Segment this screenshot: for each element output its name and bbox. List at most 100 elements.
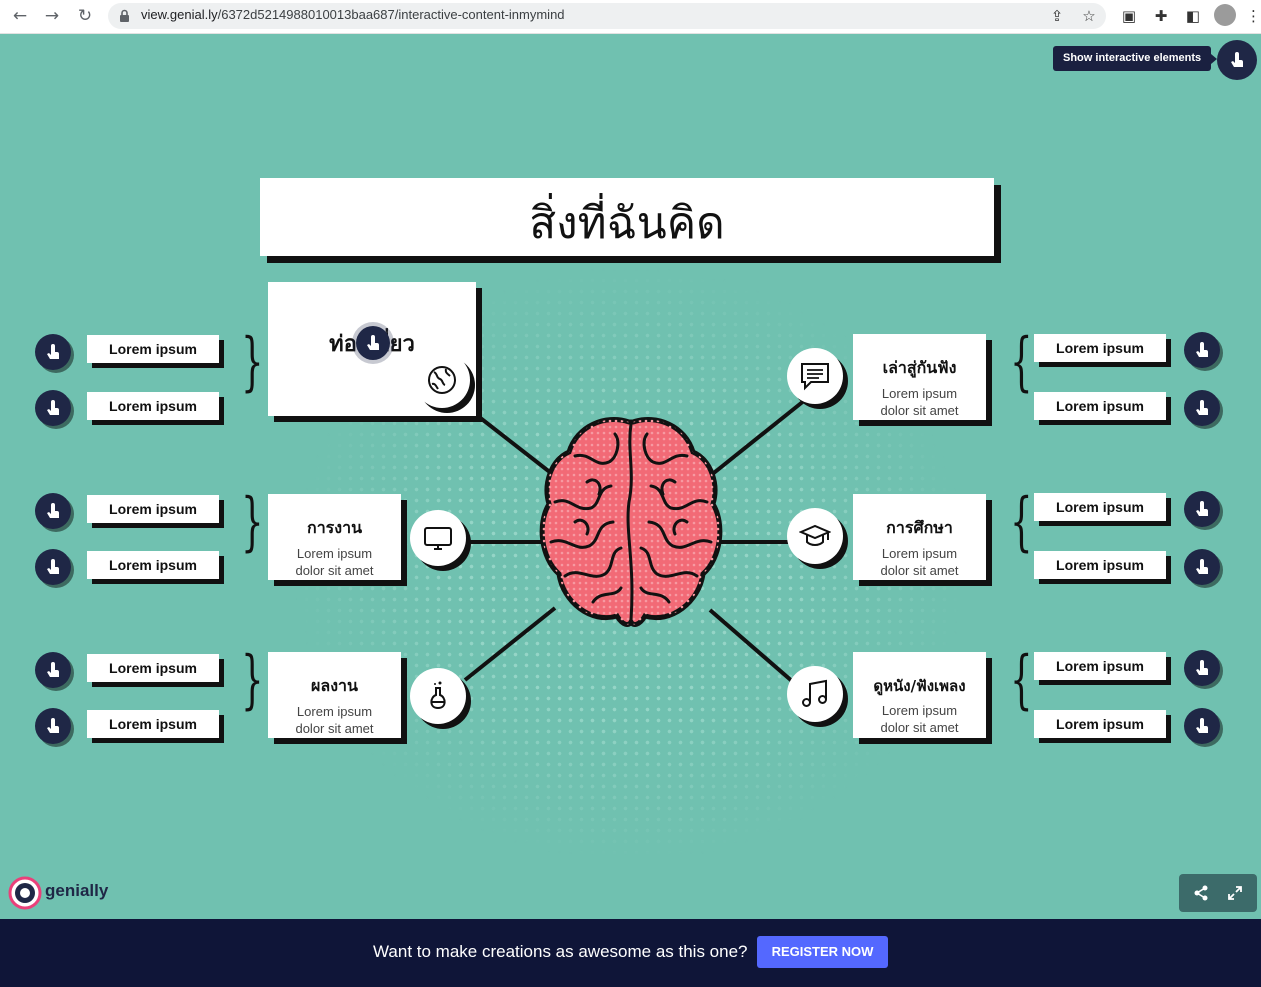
hotspot-button[interactable] [35, 390, 71, 426]
flask-icon-circle [410, 668, 466, 724]
label-right-3[interactable]: Lorem ipsum [1034, 493, 1166, 521]
label-right-2[interactable]: Lorem ipsum [1034, 392, 1166, 420]
reload-icon[interactable]: ↻ [77, 6, 93, 26]
profile-avatar[interactable] [1214, 4, 1236, 26]
label-left-6[interactable]: Lorem ipsum [87, 710, 219, 738]
tap-icon [1196, 559, 1208, 574]
brain-illustration [539, 417, 723, 627]
share-fullscreen-bar [1179, 874, 1257, 912]
tap-icon [1231, 52, 1243, 67]
tap-icon [1196, 718, 1208, 733]
tap-icon [47, 400, 59, 415]
fullscreen-icon[interactable] [1227, 885, 1243, 901]
connector-lines [463, 398, 807, 690]
brace-right-1: { [1010, 325, 1033, 399]
browser-toolbar: ← → ↻ view.genial.ly/6372d5214988010013b… [0, 0, 1261, 34]
genially-logo-text[interactable]: genially [45, 881, 109, 900]
label-left-5[interactable]: Lorem ipsum [87, 654, 219, 682]
hotspot-button[interactable] [35, 549, 71, 585]
card-text-1: Lorem ipsum [296, 546, 373, 561]
card-work[interactable]: การงาน Lorem ipsum dolor sit amet [268, 494, 401, 580]
label-right-5[interactable]: Lorem ipsum [1034, 652, 1166, 680]
tap-icon [367, 335, 379, 350]
share-icon[interactable] [1193, 885, 1209, 901]
hotspot-button[interactable] [35, 334, 71, 370]
tap-icon [47, 344, 59, 359]
graduation-cap-icon [799, 524, 831, 546]
flask-icon [430, 681, 446, 710]
card-title: เล่าสู่กันฟัง [882, 358, 957, 377]
hotspot-button[interactable] [1184, 650, 1220, 686]
label-left-1[interactable]: Lorem ipsum [87, 335, 219, 363]
globe-icon [428, 366, 456, 394]
tap-icon [47, 559, 59, 574]
qr-icon[interactable]: ▣ [1121, 7, 1137, 25]
back-icon[interactable]: ← [12, 6, 28, 26]
url-domain: view.genial.ly [141, 7, 218, 22]
label-left-2[interactable]: Lorem ipsum [87, 392, 219, 420]
card-text-1: Lorem ipsum [296, 704, 373, 719]
title-box: สิ่งที่ฉันคิด [260, 178, 994, 256]
extensions-icon[interactable]: ✚ [1154, 7, 1168, 25]
tap-icon [47, 662, 59, 677]
address-bar[interactable] [108, 3, 1106, 29]
hotspot-button[interactable] [356, 326, 390, 360]
card-stories[interactable]: เล่าสู่กันฟัง Lorem ipsum dolor sit amet [853, 334, 986, 420]
lock-icon [120, 9, 129, 22]
promo-banner: Want to make creations as awesome as thi… [0, 919, 1261, 987]
tap-icon [1196, 501, 1208, 516]
hotspot-button[interactable] [1184, 332, 1220, 368]
computer-icon-circle [410, 510, 466, 566]
card-portfolio[interactable]: ผลงาน Lorem ipsum dolor sit amet [268, 652, 401, 738]
page-title: สิ่งที่ฉันคิด [529, 198, 725, 249]
banner-text: Want to make creations as awesome as thi… [373, 942, 748, 961]
menu-icon[interactable]: ⋮ [1246, 7, 1261, 25]
brace-right-3: { [1010, 643, 1033, 717]
label-right-4[interactable]: Lorem ipsum [1034, 551, 1166, 579]
tap-icon [47, 718, 59, 733]
label-left-4[interactable]: Lorem ipsum [87, 551, 219, 579]
tap-icon [1196, 342, 1208, 357]
card-text-2: dolor sit amet [880, 720, 959, 735]
url-path: /6372d5214988010013baa687/interactive-co… [217, 7, 565, 22]
hotspot-button[interactable] [1184, 708, 1220, 744]
hotspot-button[interactable] [35, 493, 71, 529]
hotspot-button[interactable] [1184, 390, 1220, 426]
forward-icon[interactable]: → [44, 6, 60, 26]
brace-right-2: { [1010, 485, 1033, 559]
hotspot-button[interactable] [35, 708, 71, 744]
show-interactive-button[interactable] [1217, 40, 1257, 80]
presentation-canvas: สิ่งที่ฉันคิด ท่อง [0, 34, 1261, 919]
interactive-tooltip: Show interactive elements [1053, 46, 1218, 71]
tap-icon [47, 503, 59, 518]
share-icon[interactable]: ⇪ [1050, 7, 1064, 25]
brace-left-3: } [241, 643, 264, 717]
computer-icon [424, 527, 452, 550]
card-title: การงาน [307, 518, 362, 537]
label-left-3[interactable]: Lorem ipsum [87, 495, 219, 523]
label-right-6[interactable]: Lorem ipsum [1034, 710, 1166, 738]
hotspot-button[interactable] [35, 652, 71, 688]
card-education[interactable]: การศึกษา Lorem ipsum dolor sit amet [853, 494, 986, 580]
card-title: การศึกษา [886, 518, 953, 537]
card-text-1: Lorem ipsum [881, 386, 958, 401]
card-title: ผลงาน [311, 676, 358, 695]
card-text-2: dolor sit amet [295, 721, 374, 736]
label-right-1[interactable]: Lorem ipsum [1034, 334, 1166, 362]
music-note-icon [802, 679, 827, 707]
hotspot-button[interactable] [1184, 549, 1220, 585]
url-text[interactable]: view.genial.ly/6372d5214988010013baa687/… [141, 7, 565, 22]
genially-logo-icon[interactable] [8, 876, 42, 910]
card-text-1: Lorem ipsum [881, 546, 958, 561]
tap-icon [1196, 400, 1208, 415]
brace-left-1: } [241, 325, 264, 399]
card-movies-music[interactable]: ดูหนัง/ฟังเพลง Lorem ipsum dolor sit ame… [853, 652, 986, 738]
card-text-1: Lorem ipsum [881, 703, 958, 718]
hotspot-button[interactable] [1184, 491, 1220, 527]
register-button[interactable]: REGISTER NOW [757, 936, 888, 968]
star-icon[interactable]: ☆ [1082, 7, 1096, 25]
card-text-2: dolor sit amet [880, 403, 959, 418]
sidepanel-icon[interactable]: ◧ [1185, 7, 1201, 25]
chat-icon-circle [787, 348, 843, 404]
chat-icon [801, 363, 829, 391]
